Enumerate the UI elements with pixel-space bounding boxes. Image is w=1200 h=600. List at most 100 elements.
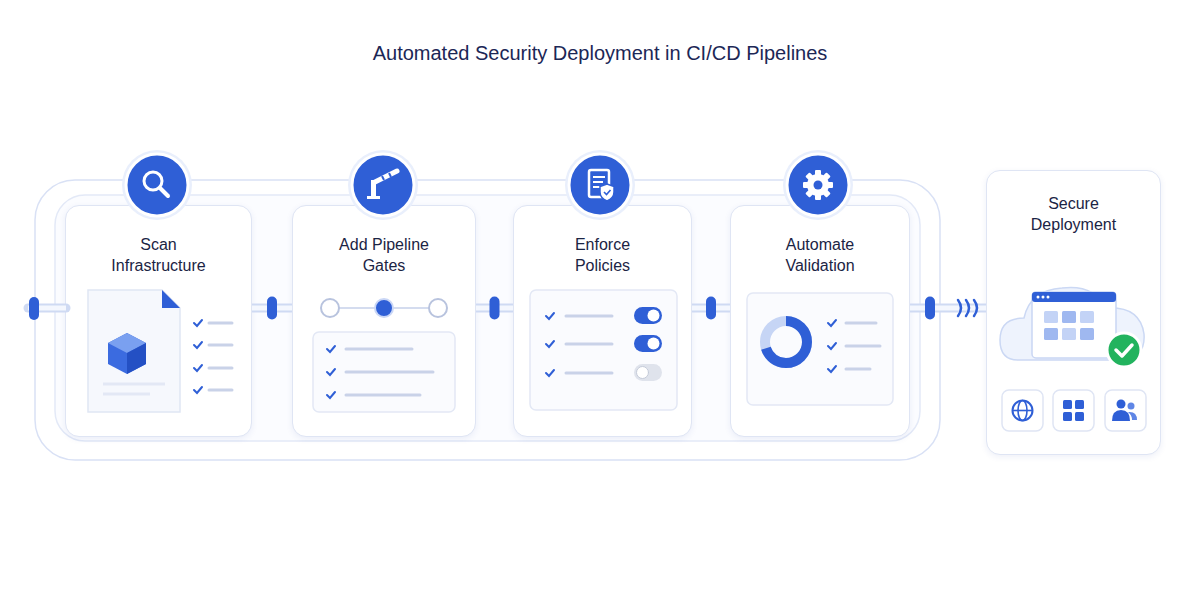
checklist-part (194, 365, 202, 371)
gear-icon (783, 150, 853, 220)
scan-icon-part (144, 172, 162, 190)
gate-icon-part (375, 171, 397, 182)
service-icons-part (1128, 412, 1137, 420)
outer-band (35, 180, 940, 460)
service-icons-part (1075, 400, 1084, 409)
policy-toggles-part (648, 310, 660, 322)
stage-label: Add Pipeline Gates (319, 234, 449, 276)
cloud-app (1000, 287, 1144, 367)
gear-icon-part (787, 154, 849, 216)
scan-document-part (162, 290, 180, 308)
service-icons-part (1063, 400, 1072, 409)
scan-icon-part (160, 188, 168, 196)
gate-checklist-part (346, 348, 412, 351)
gear-icon-part (803, 170, 833, 200)
scan-document-part (127, 343, 146, 374)
pipe-coupling (267, 297, 277, 320)
gate-icon-part (352, 154, 414, 216)
policy-toggles-part (566, 372, 612, 375)
policy-icon-part (589, 170, 609, 197)
policy-toggles-part (530, 290, 677, 410)
validation-donut-part (828, 366, 836, 372)
pipe-outline (252, 304, 292, 313)
diagram-title: Automated Security Deployment in CI/CD P… (0, 42, 1200, 65)
scan-document-part (88, 290, 180, 412)
gate-checklist-part (346, 371, 433, 374)
pipe-core (692, 306, 730, 311)
cloud-app-part (1080, 328, 1094, 340)
cloud-app-part (1047, 296, 1050, 299)
pipe-stub (28, 297, 66, 320)
gate-icon-part (382, 176, 384, 180)
gate-slider-part (429, 299, 447, 317)
validation-donut-part (765, 321, 807, 363)
policy-icon-part (593, 176, 605, 178)
service-icons-part (1018, 401, 1027, 421)
pipe-connector (252, 297, 292, 320)
cloud-app-part (1107, 333, 1141, 367)
policy-toggles-part (566, 343, 612, 346)
validation-donut-part (747, 293, 893, 405)
pipe-stub-part (28, 304, 66, 313)
pipe-core (252, 306, 292, 311)
policy-toggles-part (634, 307, 662, 324)
stage-card: Enforce Policies (513, 205, 692, 437)
pipe-coupling (925, 297, 935, 320)
gear-icon-part-part (815, 170, 821, 200)
cloud-app-part (1032, 292, 1116, 358)
service-icons-part (1063, 412, 1072, 421)
gate-checklist-part (346, 394, 420, 397)
service-icons (1002, 390, 1146, 431)
checklist-part (194, 387, 202, 393)
gate-icon-part (348, 150, 418, 220)
service-icons-part (1013, 410, 1033, 412)
policy-toggles-part (546, 370, 554, 376)
pipe-core (910, 306, 986, 311)
pipe-outline (692, 304, 730, 313)
stage-label: Enforce Policies (558, 234, 648, 276)
cloud-app-part (1044, 328, 1058, 340)
checklist-part (209, 367, 232, 370)
pipe-coupling (490, 297, 500, 320)
cloud-app-part (1044, 311, 1058, 323)
scan-document (88, 290, 180, 412)
pipe-connector (910, 297, 986, 320)
service-icons-part (1117, 400, 1126, 409)
gate-slider-part (330, 307, 438, 309)
service-icons-part (1105, 390, 1146, 431)
pipe-outline (910, 304, 986, 313)
service-icons-part (1002, 390, 1043, 431)
service-icons-part (1075, 412, 1084, 421)
service-icons-part (1128, 403, 1135, 410)
cloud-app-part (1062, 328, 1076, 340)
gate-slider-part (375, 299, 393, 317)
policy-toggles-part (546, 313, 554, 319)
scan-icon-part (122, 150, 192, 220)
flow-marks (958, 300, 977, 316)
inner-band (55, 195, 920, 441)
service-icons-part (1013, 401, 1033, 421)
stage-label: Secure Deployment (1019, 193, 1129, 235)
gear-icon-part-part (807, 174, 829, 196)
cloud-app-part (1080, 311, 1094, 323)
checklist-part (209, 322, 232, 325)
pipe-stub-part (28, 306, 66, 311)
gate-checklist (313, 332, 455, 412)
pipe-stub-part (29, 297, 39, 320)
policy-toggles (530, 290, 677, 410)
gate-slider-part (321, 299, 339, 317)
gear-icon-part (783, 150, 853, 220)
pipe-core (476, 306, 513, 311)
gate-checklist-part (327, 369, 335, 375)
pipe-connector (692, 297, 730, 320)
policy-icon-part (604, 190, 611, 195)
policy-toggles-part (546, 341, 554, 347)
cloud-app-part (1116, 345, 1132, 356)
pipe-connector (476, 297, 513, 320)
policy-toggles-part (637, 367, 649, 379)
policy-icon-part (593, 181, 603, 183)
flow-marks-part (974, 300, 977, 316)
cloud-app-part (1000, 287, 1144, 360)
